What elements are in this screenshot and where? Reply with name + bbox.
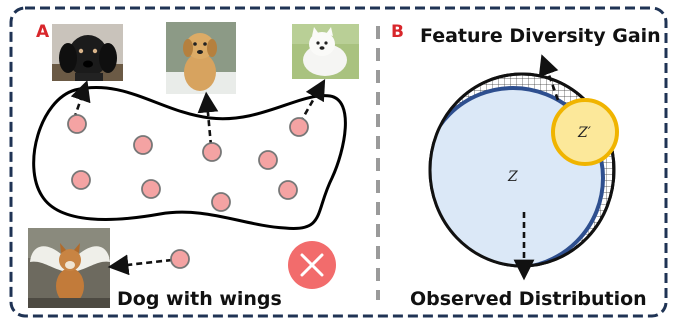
sample-point	[71, 170, 91, 190]
panel-b-title: Feature Diversity Gain	[420, 25, 661, 47]
z-prime-region	[551, 98, 619, 166]
arrow-to-black-puppy	[70, 80, 91, 120]
x-circle-icon	[288, 241, 336, 289]
white-dog-photo	[292, 24, 359, 79]
arrow-to-diversity-gain	[538, 54, 560, 101]
z-prime-label: Z′	[577, 125, 592, 141]
panel-a-letter: A	[36, 22, 50, 42]
outlier-point	[170, 249, 190, 269]
sample-point	[211, 192, 231, 212]
sample-point	[258, 150, 278, 170]
golden-puppy-photo	[166, 22, 236, 94]
sample-points	[67, 114, 309, 269]
sample-point	[141, 179, 161, 199]
arrow-to-golden-puppy	[197, 91, 219, 147]
black-puppy-photo	[52, 24, 123, 81]
arrow-to-white-dog	[298, 78, 326, 124]
sample-point	[289, 117, 309, 137]
panel-a-caption: Dog with wings	[117, 288, 282, 310]
panel-b-letter: B	[391, 22, 404, 42]
sample-point	[202, 142, 222, 162]
sample-point	[67, 114, 87, 134]
sample-point	[278, 180, 298, 200]
arrow-to-winged-dog	[107, 254, 173, 276]
outer-frame	[9, 6, 668, 318]
panel-b-caption: Observed Distribution	[410, 288, 647, 310]
sample-point	[133, 135, 153, 155]
manifold-blob	[32, 85, 347, 231]
z-label: Z	[507, 169, 518, 185]
winged-dog-photo	[28, 228, 110, 308]
